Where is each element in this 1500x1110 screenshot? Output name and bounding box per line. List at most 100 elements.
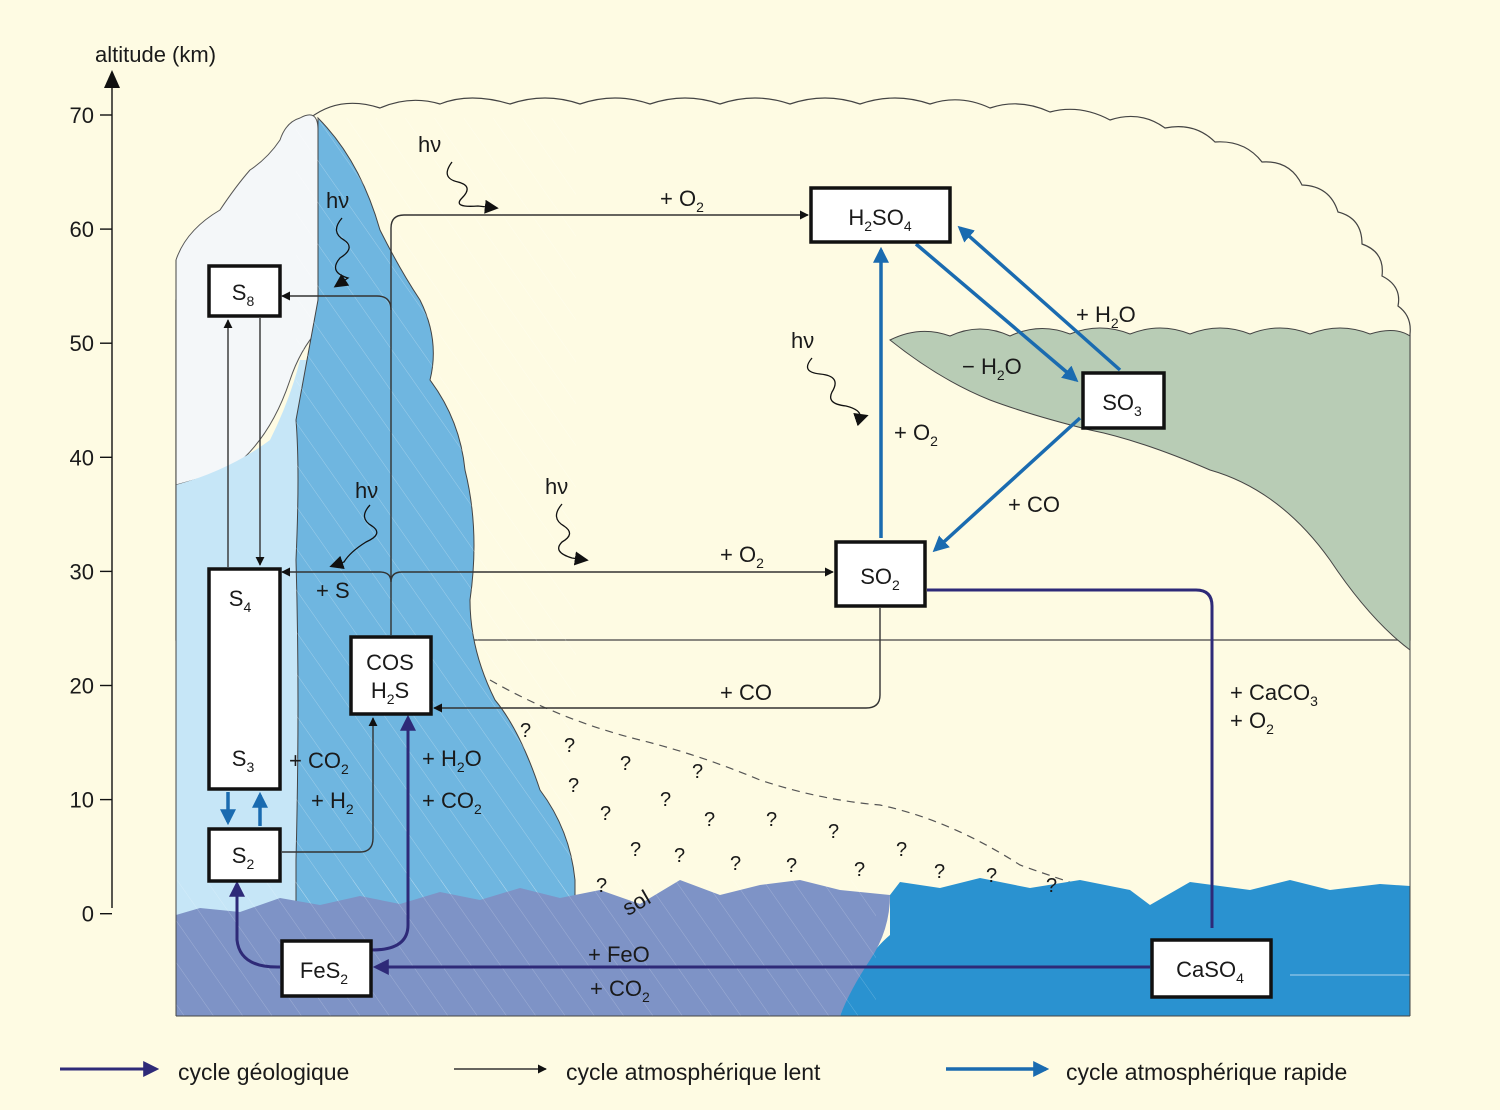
question-mark: ? xyxy=(620,753,631,775)
question-mark: ? xyxy=(596,875,607,897)
hv-label-5: hν xyxy=(791,328,814,353)
axis-tick-label: 40 xyxy=(70,445,94,470)
question-mark: ? xyxy=(828,821,839,843)
arrow-to-s8 xyxy=(281,291,392,311)
diagram-regions xyxy=(175,97,1411,1017)
box-so3 xyxy=(1081,371,1166,430)
box-cos-label: COS xyxy=(366,650,414,675)
label-minus-h2o: − H2O xyxy=(962,354,1022,383)
axis-tick-label: 50 xyxy=(70,331,94,356)
arrow-so3-to-so2 xyxy=(932,416,1082,553)
legend: cycle géologique cycle atmosphérique len… xyxy=(60,1059,1347,1085)
question-marks: ???????????????????? xyxy=(520,720,1057,897)
axis-label: altitude (km) xyxy=(95,42,216,67)
question-mark: ? xyxy=(520,720,531,742)
axis-tick-label: 10 xyxy=(70,788,94,813)
question-mark: ? xyxy=(600,803,611,825)
label-plus-h2o-right: + H2O xyxy=(1076,302,1136,331)
fast-cycle-arrows xyxy=(220,225,1122,826)
box-h2so4 xyxy=(809,186,952,244)
hv-label-4: hν xyxy=(545,474,568,499)
arrow-so2-to-cos xyxy=(433,608,881,713)
legend-geo-label: cycle géologique xyxy=(178,1059,349,1085)
box-cos-h2s xyxy=(349,635,433,716)
question-mark: ? xyxy=(730,853,741,875)
arrow-fes2-to-h2s xyxy=(371,714,416,952)
label-plus-o2-mid: + O2 xyxy=(894,420,938,449)
question-mark: ? xyxy=(692,761,703,783)
hv-squiggle-2 xyxy=(333,217,350,288)
box-caso4-label: CaSO4 xyxy=(1176,957,1244,986)
box-fes2 xyxy=(280,939,373,998)
altitude-axis: altitude (km) 70 60 50 40 30 20 10 0 xyxy=(70,42,217,927)
box-s8-label: S8 xyxy=(232,280,255,309)
arrow-so2-s4 xyxy=(281,567,834,583)
hv-label-2: hν xyxy=(326,188,349,213)
label-plus-h2o-cos: + H2O xyxy=(422,746,482,775)
reaction-labels: + O2 + H2O − H2O + O2 + CO + O2 + S + CO… xyxy=(289,186,1318,1005)
question-mark: ? xyxy=(766,809,777,831)
label-plus-o2-top: + O2 xyxy=(660,186,704,215)
label-plus-o2-caco3: + O2 xyxy=(1230,708,1274,737)
arrow-fes2-to-s2 xyxy=(229,880,281,969)
region-mid-blue-hatch xyxy=(296,118,576,918)
box-s4-label: S4 xyxy=(229,586,252,615)
box-s3-label: S3 xyxy=(232,746,255,775)
question-mark: ? xyxy=(854,859,865,881)
axis-tick-label: 30 xyxy=(70,559,94,584)
question-mark: ? xyxy=(704,809,715,831)
axis-tick-label: 20 xyxy=(70,674,94,699)
arrow-cos-to-h2so4 xyxy=(390,210,809,635)
box-so2-label: SO2 xyxy=(860,564,900,593)
box-so3-label: SO3 xyxy=(1102,390,1142,419)
question-mark: ? xyxy=(660,789,671,811)
hv-squiggle-4 xyxy=(555,503,589,566)
arrow-s2-to-cos xyxy=(282,717,378,853)
label-plus-co-right: + CO xyxy=(1008,492,1060,517)
question-mark: ? xyxy=(630,839,641,861)
geological-cycle-arrows xyxy=(229,588,1214,975)
region-ocean xyxy=(840,878,1410,1016)
hv-label-3: hν xyxy=(355,478,378,503)
label-plus-co2-s3: + CO2 xyxy=(289,748,349,777)
question-mark: ? xyxy=(1046,875,1057,897)
label-plus-h2-s3: + H2 xyxy=(311,788,354,817)
label-plus-o2-so2: + O2 xyxy=(720,542,764,571)
arrow-h2so4-to-so3 xyxy=(914,242,1079,383)
photolysis-arrows: hν hν hν hν hν xyxy=(326,132,869,570)
region-uncertain-boundary xyxy=(489,679,1161,911)
axis-tick-label: 60 xyxy=(70,217,94,242)
question-mark: ? xyxy=(896,839,907,861)
question-mark: ? xyxy=(564,735,575,757)
box-caso4 xyxy=(1150,938,1273,999)
box-s2-label: S2 xyxy=(232,843,255,872)
axis-tick-label: 70 xyxy=(70,103,94,128)
box-s2 xyxy=(207,827,282,883)
question-mark: ? xyxy=(986,865,997,887)
box-h2so4-label: H2SO4 xyxy=(848,205,911,234)
axis-arrow-icon xyxy=(104,70,120,88)
region-grey-green-band xyxy=(889,327,1411,652)
question-mark: ? xyxy=(568,775,579,797)
question-mark: ? xyxy=(786,855,797,877)
label-plus-feo: + FeO xyxy=(588,942,650,967)
legend-slow-label: cycle atmosphérique lent xyxy=(566,1059,821,1085)
species-boxes: H2SO4 SO3 SO2 S8 S4 S3 S2 COS H2S xyxy=(207,186,1273,999)
label-plus-co2-bottom: + CO2 xyxy=(590,976,650,1005)
box-fes2-label: FeS2 xyxy=(300,958,348,987)
box-h2s-label: H2S xyxy=(371,678,409,707)
legend-fast-label: cycle atmosphérique rapide xyxy=(1066,1059,1347,1085)
arrow-so2-to-caso4 xyxy=(927,588,1214,928)
label-plus-caco3: + CaCO3 xyxy=(1230,680,1318,709)
label-plus-co2-cos: + CO2 xyxy=(422,788,482,817)
axis-tick-label: 0 xyxy=(82,902,94,927)
box-s4-s3 xyxy=(207,567,282,791)
hv-label-1: hν xyxy=(418,132,441,157)
hv-squiggle-3 xyxy=(329,504,378,570)
question-mark: ? xyxy=(674,845,685,867)
question-mark: ? xyxy=(934,861,945,883)
hv-squiggle-5 xyxy=(806,357,869,427)
label-plus-s: + S xyxy=(316,578,350,603)
box-so2 xyxy=(834,540,927,608)
